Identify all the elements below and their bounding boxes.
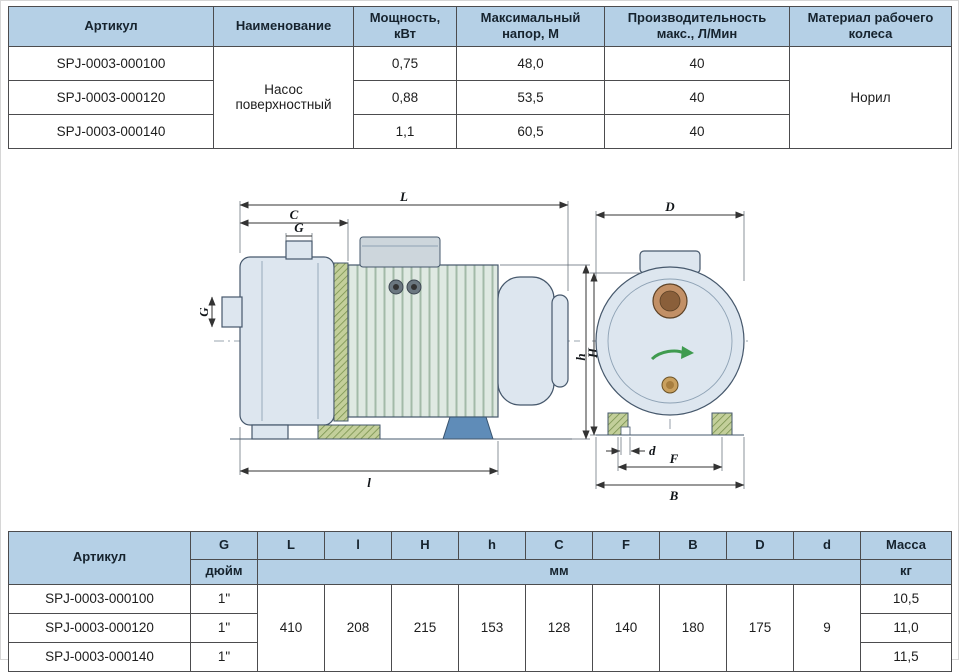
col-header-article: Артикул xyxy=(8,530,191,585)
col-header-F: F xyxy=(592,530,660,560)
cell-article: SPJ-0003-000120 xyxy=(8,612,191,643)
unit-kg: кг xyxy=(860,558,952,585)
cell-capacity: 40 xyxy=(604,79,790,115)
cell-article: SPJ-0003-000100 xyxy=(8,583,191,614)
dim-label-B: B xyxy=(668,488,678,503)
cell-dim-L: 410 xyxy=(257,583,325,672)
col-header-C: C xyxy=(525,530,593,560)
dim-label-l: l xyxy=(367,475,371,490)
col-header-material: Материал рабочего колеса xyxy=(789,6,952,47)
cell-power: 0,75 xyxy=(353,45,457,81)
cell-head: 48,0 xyxy=(456,45,605,81)
cell-head: 53,5 xyxy=(456,79,605,115)
cell-mass: 11,5 xyxy=(860,641,952,672)
table-row: SPJ-0003-000120 1" 11,0 xyxy=(8,612,952,643)
table-row: SPJ-0003-000100 1" 410 208 215 153 128 1… xyxy=(8,583,952,672)
dim-label-F: F xyxy=(668,451,678,466)
table-row: SPJ-0003-000100 Насос поверхностный 0,75… xyxy=(8,45,952,149)
cell-mass: 11,0 xyxy=(860,612,952,643)
cell-dim-d: 9 xyxy=(793,583,861,672)
dim-label-L: L xyxy=(399,189,408,204)
cell-head: 60,5 xyxy=(456,113,605,149)
spec-header-row: Артикул Наименование Мощность, кВт Макси… xyxy=(8,6,952,47)
dim-label-G-top: G xyxy=(294,220,304,235)
col-header-D: D xyxy=(726,530,794,560)
col-header-d: d xyxy=(793,530,861,560)
cell-G: 1" xyxy=(190,612,258,643)
col-header-name: Наименование xyxy=(213,6,354,47)
cell-G: 1" xyxy=(190,583,258,614)
col-header-L: L xyxy=(257,530,325,560)
technical-drawing: L C G G H xyxy=(196,189,760,505)
dimensions-table: Артикул G L l H h C F B D d Масса дюйм м… xyxy=(8,530,952,672)
col-header-H: H xyxy=(391,530,459,560)
col-header-h: h xyxy=(458,530,526,560)
cell-article: SPJ-0003-000140 xyxy=(8,641,191,672)
dim-label-d: d xyxy=(649,443,656,458)
dims-header-row: Артикул G L l H h C F B D d Масса xyxy=(8,530,952,585)
col-header-power: Мощность, кВт xyxy=(353,6,457,47)
cell-dim-D: 175 xyxy=(726,583,794,672)
cell-dim-F: 140 xyxy=(592,583,660,672)
cell-dim-B: 180 xyxy=(659,583,727,672)
cell-material: Норил xyxy=(789,45,952,149)
side-view: L C G G H xyxy=(196,189,600,490)
cell-power: 0,88 xyxy=(353,79,457,115)
cell-article: SPJ-0003-000120 xyxy=(8,79,214,115)
col-header-l: l xyxy=(324,530,392,560)
cell-dim-C: 128 xyxy=(525,583,593,672)
cell-capacity: 40 xyxy=(604,113,790,149)
col-header-G: G xyxy=(190,530,258,560)
dim-label-G-side: G xyxy=(200,306,211,316)
col-header-article: Артикул xyxy=(8,6,214,47)
cell-article: SPJ-0003-000100 xyxy=(8,45,214,81)
cell-G: 1" xyxy=(190,641,258,672)
table-row: SPJ-0003-000120 0,88 53,5 40 xyxy=(8,79,952,115)
unit-inch: дюйм xyxy=(190,558,258,585)
col-header-B: B xyxy=(659,530,727,560)
col-header-capacity: Производительность макс., Л/Мин xyxy=(604,6,790,47)
table-row: SPJ-0003-000140 1,1 60,5 40 xyxy=(8,113,952,149)
cell-article: SPJ-0003-000140 xyxy=(8,113,214,149)
dim-label-D: D xyxy=(664,199,675,214)
front-view: D h d F B xyxy=(573,199,748,503)
col-header-mass: Масса xyxy=(860,530,952,560)
cell-mass: 10,5 xyxy=(860,583,952,614)
cell-pump-name: Насос поверхностный xyxy=(213,45,354,149)
cell-dim-h: 153 xyxy=(458,583,526,672)
pump-drawing-svg: L C G G H xyxy=(196,189,748,503)
cell-dim-l: 208 xyxy=(324,583,392,672)
cell-power: 1,1 xyxy=(353,113,457,149)
unit-mm: мм xyxy=(257,558,861,585)
pump-spec-table: Артикул Наименование Мощность, кВт Макси… xyxy=(8,6,952,149)
col-header-head: Максимальный напор, М xyxy=(456,6,605,47)
cell-dim-H: 215 xyxy=(391,583,459,672)
cell-capacity: 40 xyxy=(604,45,790,81)
dim-label-h: h xyxy=(573,353,588,360)
dim-label-C: C xyxy=(289,207,298,222)
